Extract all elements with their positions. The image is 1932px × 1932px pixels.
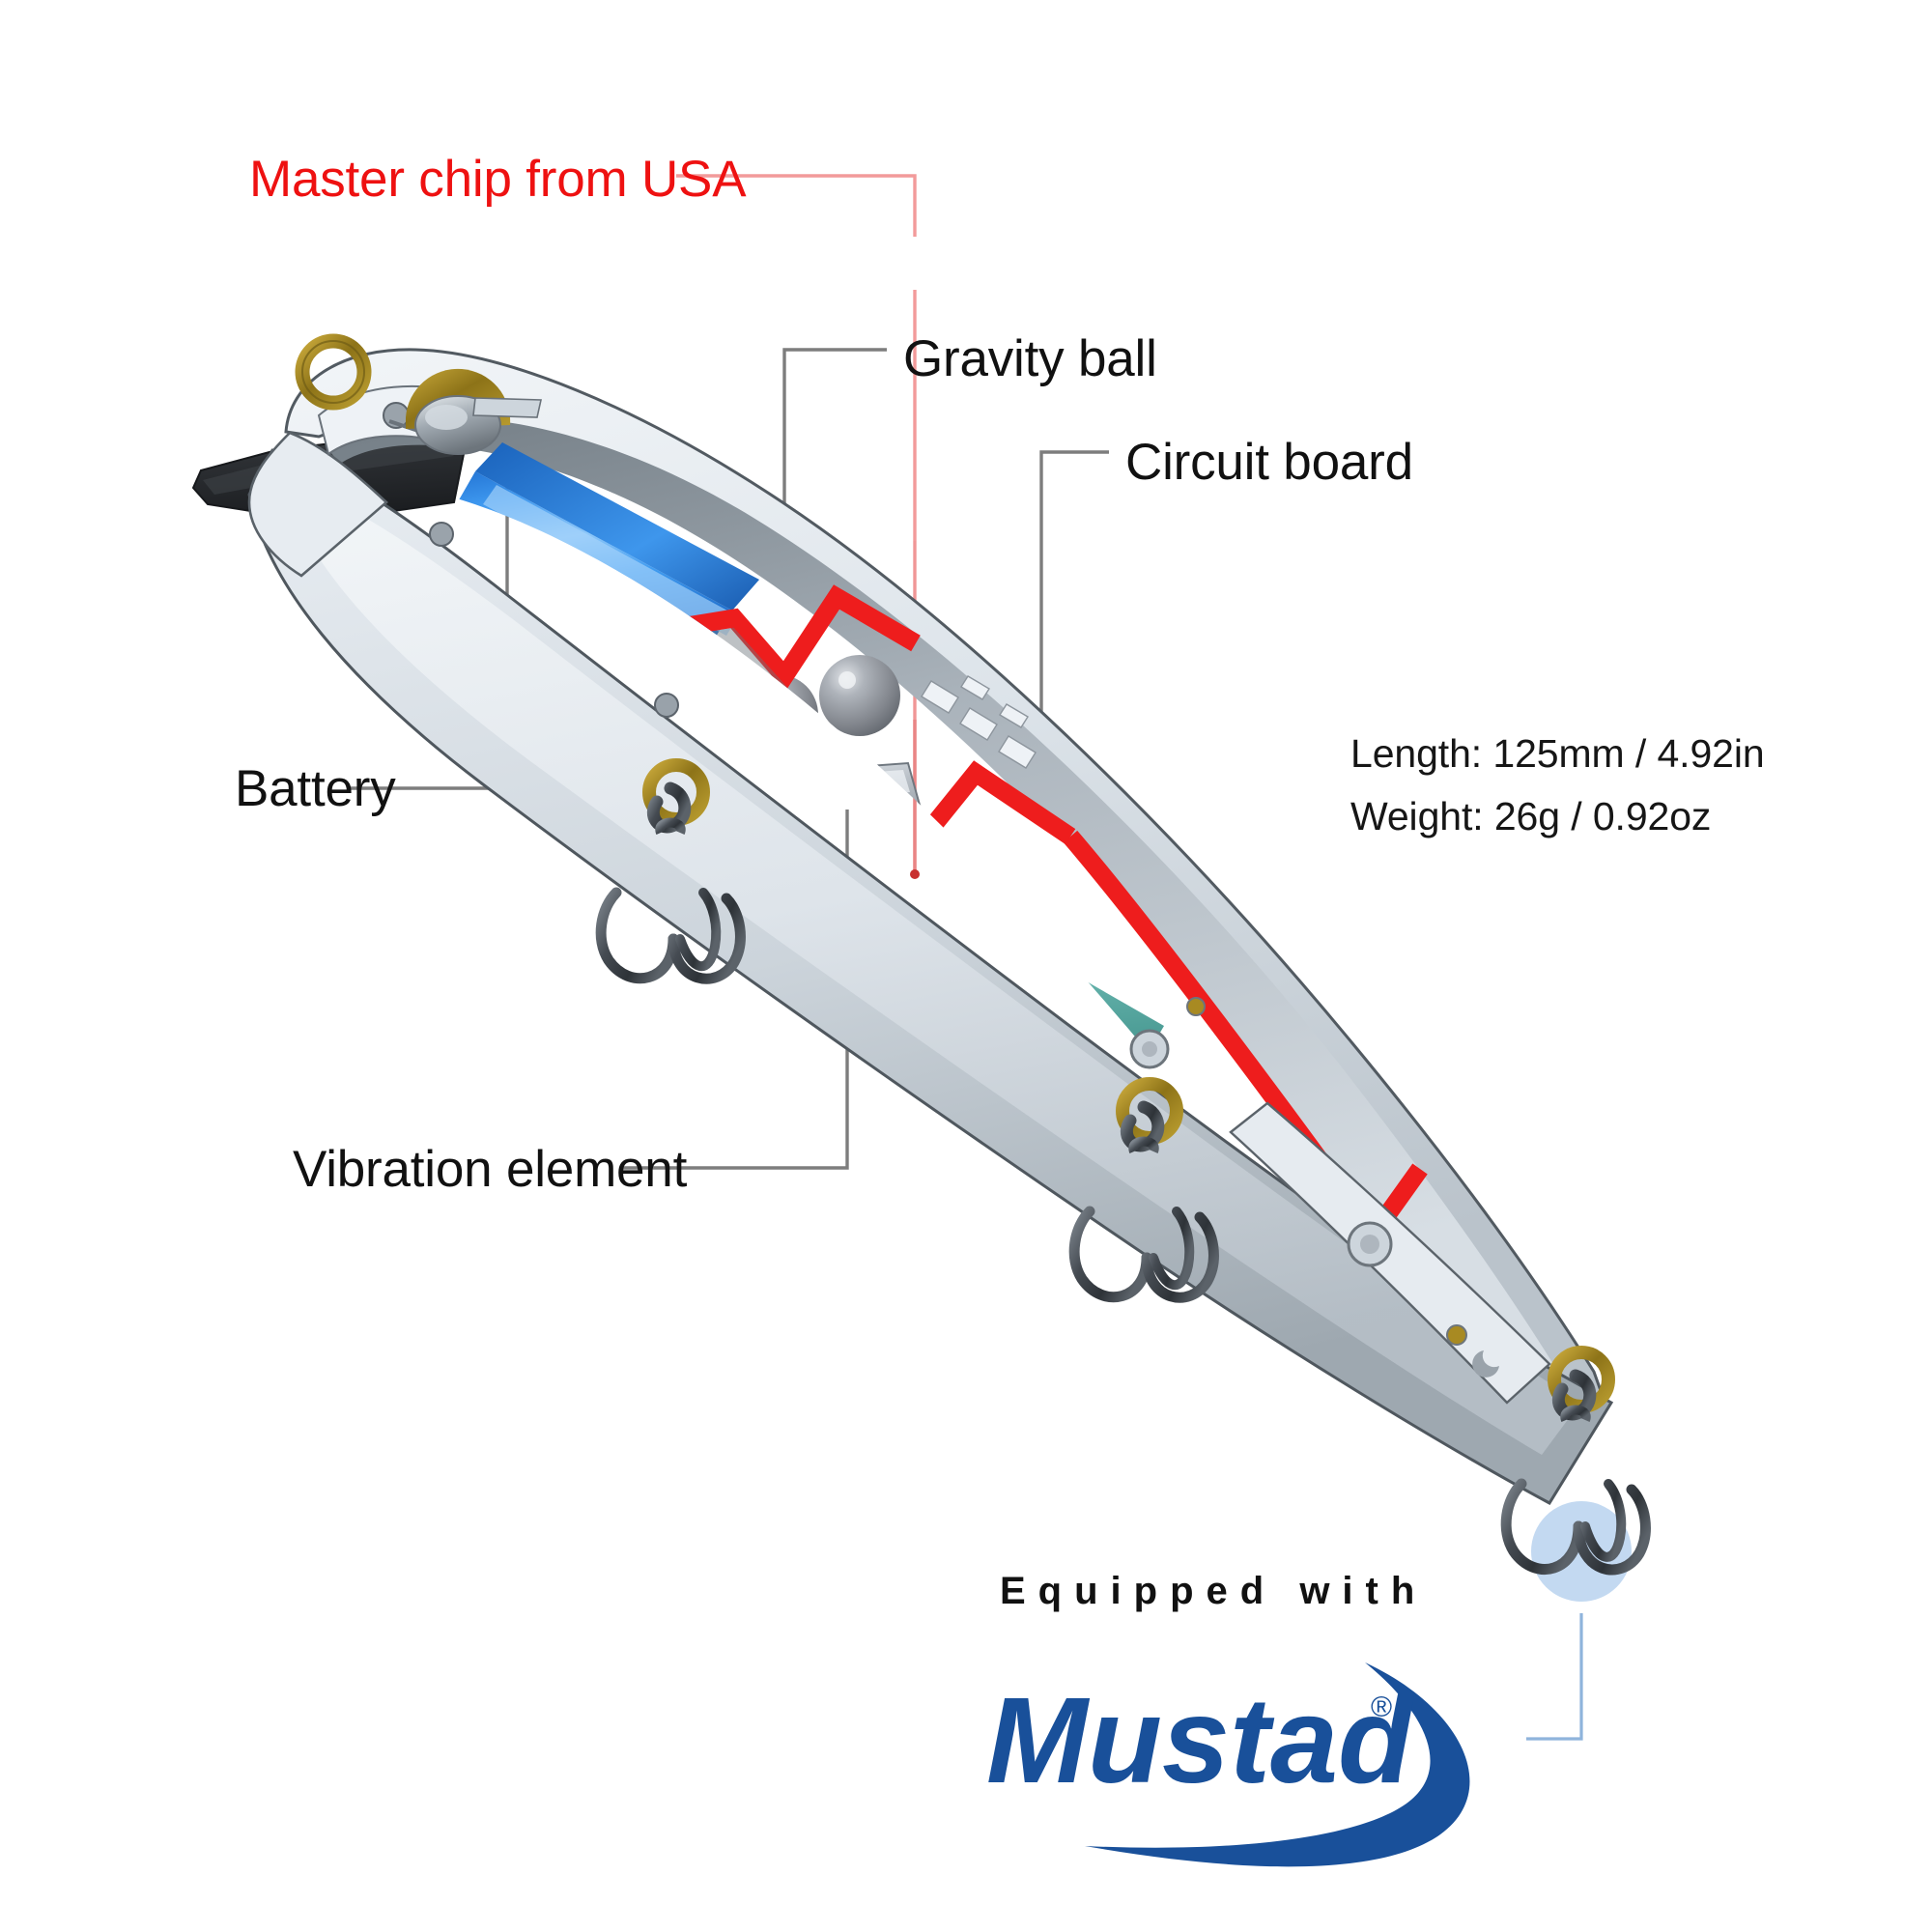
callout-circuit-board: Circuit board — [1125, 434, 1413, 491]
treble-hook-middle — [1068, 1077, 1219, 1303]
equipped-with-text: Equipped with — [1000, 1570, 1428, 1612]
leader-mustad-hook — [1526, 1613, 1583, 1741]
mustad-wordmark: Mustad — [986, 1672, 1415, 1808]
treble-hook-tail — [1500, 1346, 1651, 1602]
callout-gravity-ball: Gravity ball — [903, 330, 1157, 387]
leader-circuit-board — [1039, 450, 1109, 720]
brand-block: Equipped with Mustad ® — [980, 1570, 1579, 1869]
gravity-ball-2 — [819, 655, 900, 736]
vent-slots — [921, 675, 1037, 769]
gravity-ball-1 — [737, 674, 818, 755]
head-assembly — [317, 368, 542, 547]
lure-body — [191, 348, 1614, 1505]
callout-vibration-element: Vibration element — [293, 1141, 688, 1198]
registered-mark: ® — [1371, 1691, 1392, 1723]
front-screw-boss — [654, 693, 679, 718]
spec-length: Length: 125mm / 4.92in — [1350, 731, 1765, 776]
callout-master-chip: Master chip from USA — [249, 151, 747, 208]
gravity-balls — [737, 655, 900, 755]
belly-highlight — [290, 489, 1580, 1455]
callout-battery: Battery — [235, 760, 396, 817]
treble-hook-front — [595, 758, 746, 984]
mustad-logo: Mustad ® — [986, 1662, 1470, 1867]
spec-weight: Weight: 26g / 0.92oz — [1350, 794, 1712, 838]
head-nose-cap — [247, 431, 388, 578]
tail-plate — [1229, 1101, 1551, 1405]
mid-screw-boss — [1129, 997, 1206, 1069]
hook-assembly-head — [295, 333, 372, 411]
